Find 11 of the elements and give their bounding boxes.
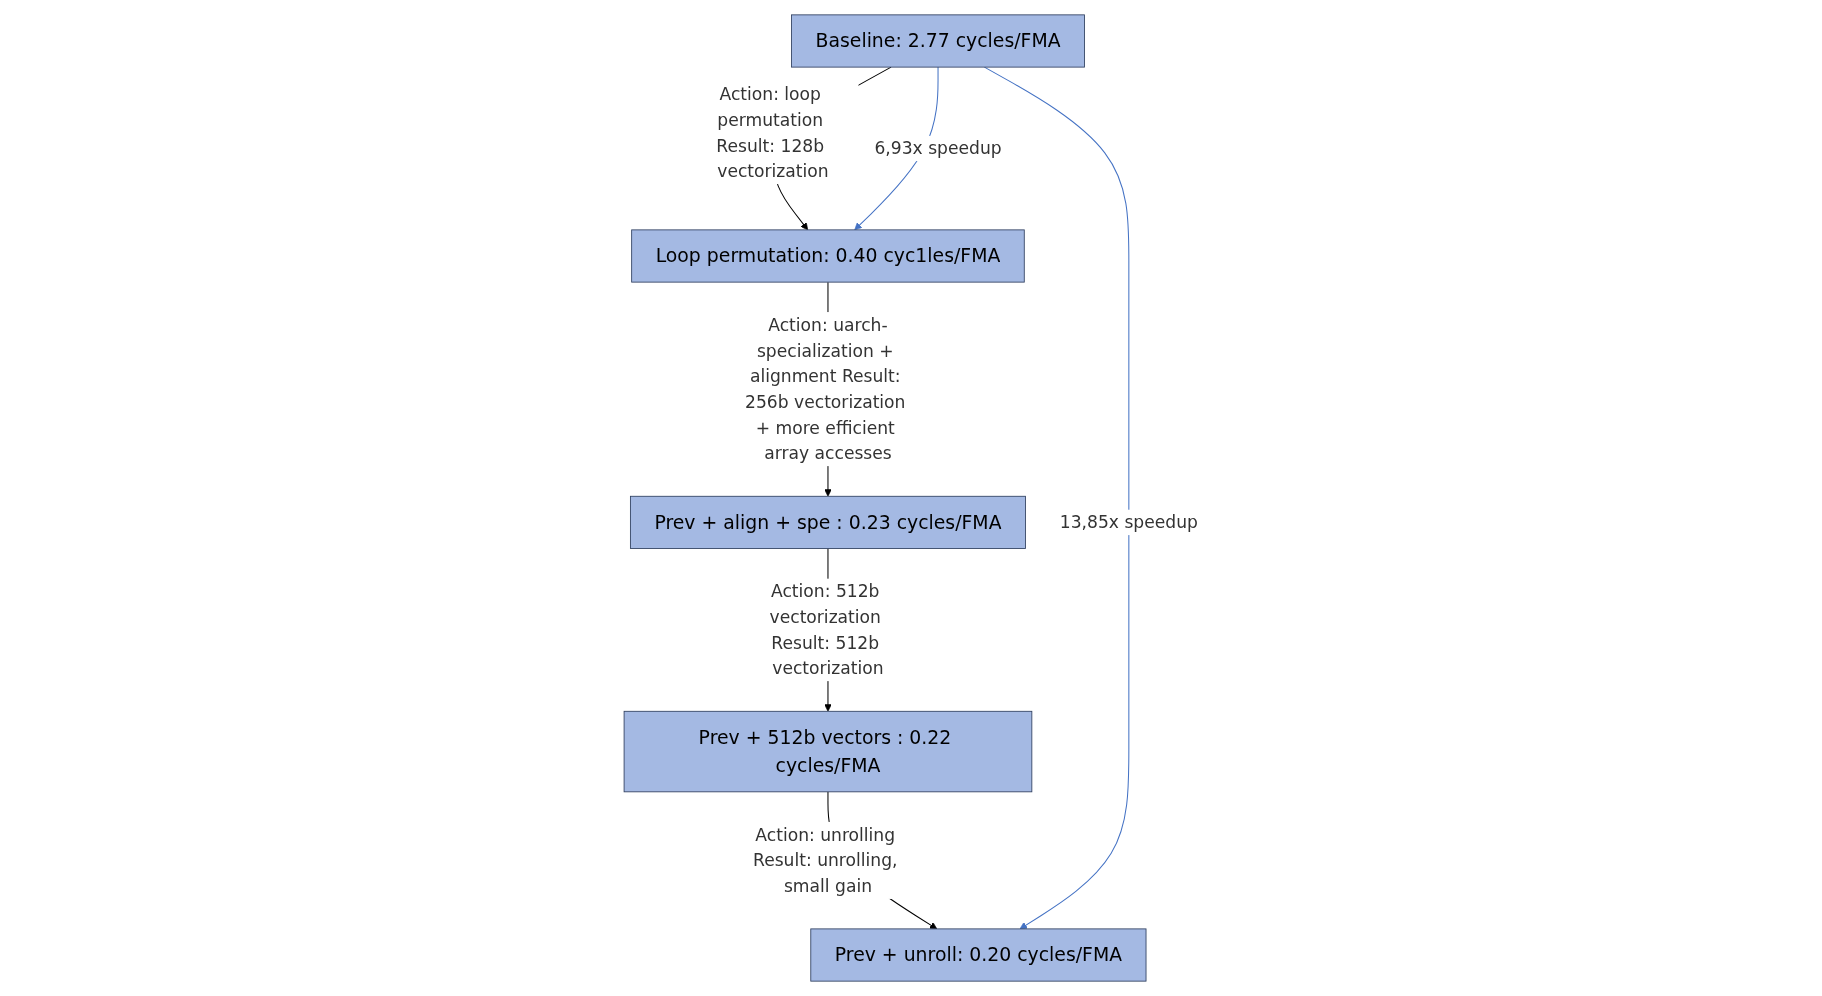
node-box: Prev + align + spe : 0.23 cycles/FMA — [630, 495, 1026, 549]
edge-label: 6,93x speedup — [874, 138, 1002, 159]
edge-label: 13,85x speedup — [1059, 512, 1198, 533]
edge-label: Action: loop permutation Result: 128b vectorization — [716, 83, 829, 182]
edge-label: Action: 512b vectorization Result: 512b vectorization — [769, 581, 884, 679]
node-box: Prev + unroll: 0.20 cycles/FMA — [810, 928, 1147, 982]
edge-label: Action: uarch-specialization + alignment Result: 256b vectorization + more efficient array accesses — [745, 314, 906, 464]
edge-label: Action: unrolling Result: unrolling, small gain — [753, 824, 898, 897]
node-box: Baseline: 2.77 cycles/FMA — [791, 14, 1085, 68]
node-box: Prev + 512b vectors : 0.22 cycles/FMA — [623, 710, 1033, 793]
node-box: Loop permutation: 0.40 cyc1les/FMA — [631, 229, 1025, 283]
